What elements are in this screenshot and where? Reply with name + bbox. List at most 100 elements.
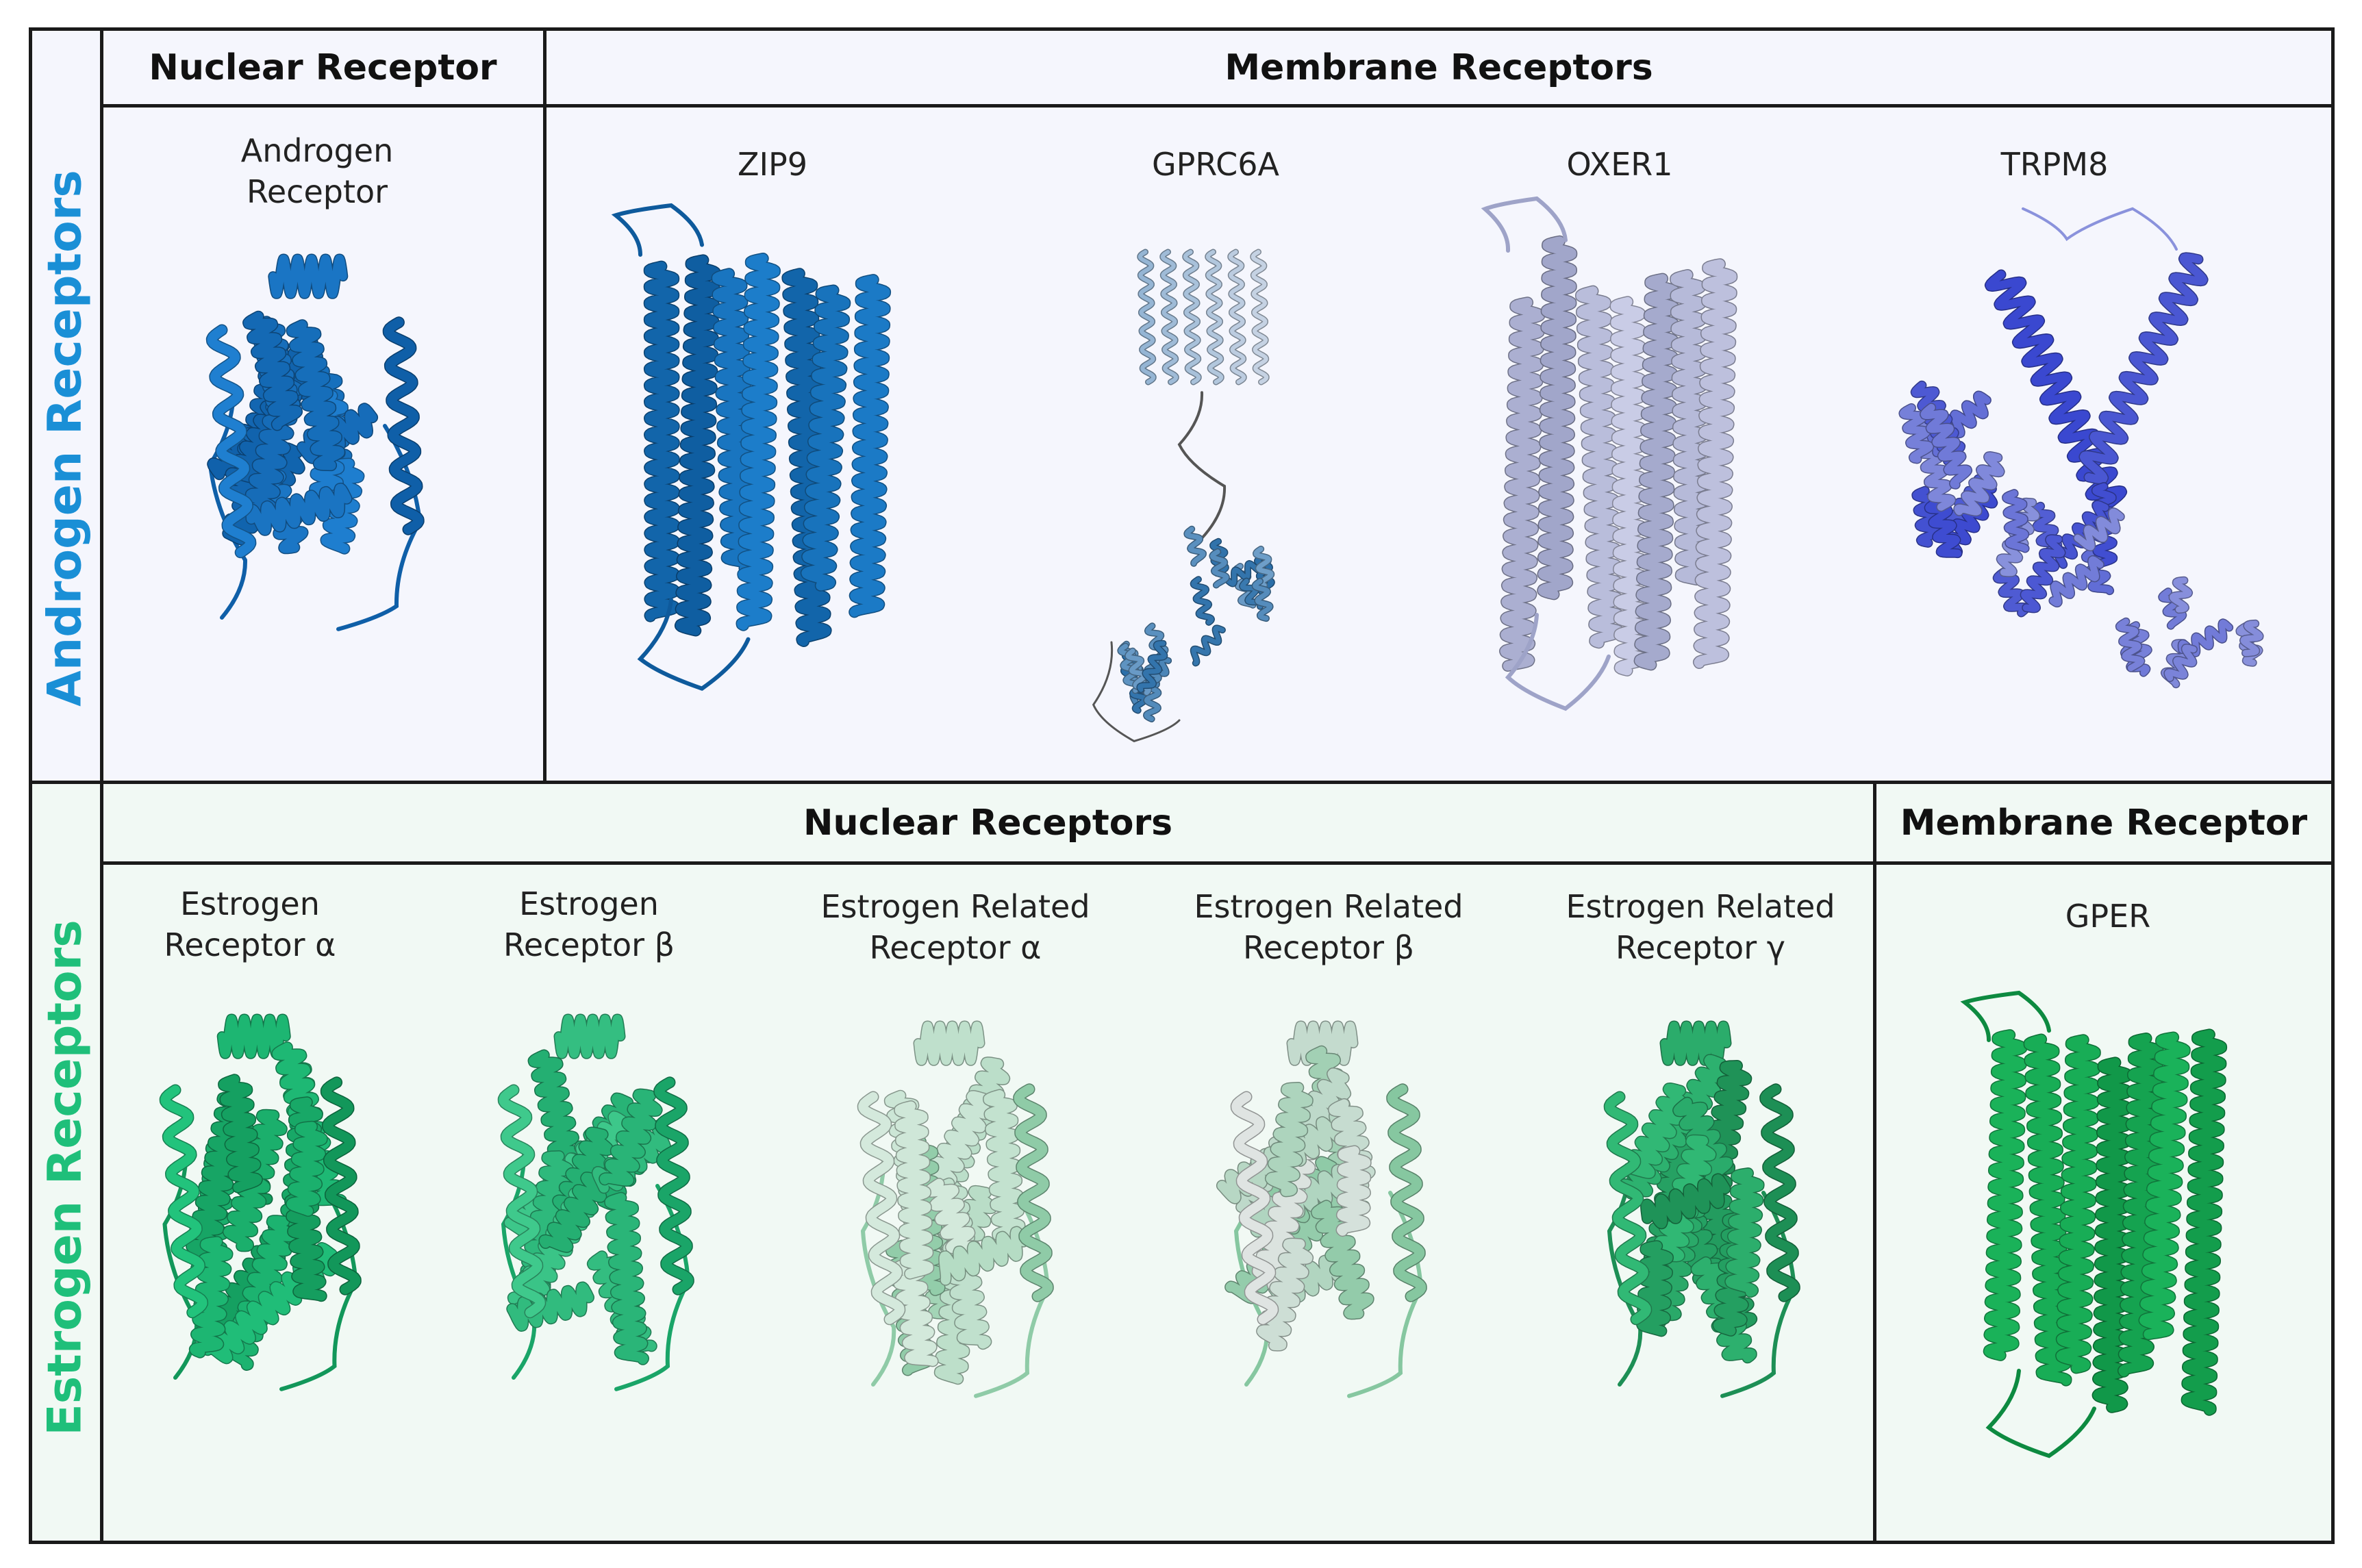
trpm8-loop-top [2022, 207, 2178, 251]
ar-helix-3 [321, 459, 364, 554]
er_alpha-helix-11 [190, 1237, 232, 1358]
err_beta-helix-8 [1257, 1239, 1313, 1351]
trpm8-lower-helix-9 [2164, 644, 2197, 681]
gprc6a-structure [1092, 249, 1275, 743]
trpm8-mid-helix-6 [2074, 508, 2124, 551]
androgen-membrane-header: Membrane Receptors [1224, 47, 1653, 88]
gprc6a-vft1-helix-9 [1209, 549, 1229, 587]
er_alpha-helix-10 [286, 1122, 327, 1216]
estrogen-receptor-beta-structure [497, 1013, 694, 1391]
oxer1-caption: OXER1 [1566, 146, 1673, 183]
ar-helix-13 [246, 483, 352, 535]
err_gamma-loop-1 [1720, 1191, 1797, 1398]
zip9-tm-helix-0 [644, 262, 679, 622]
er_beta-helix-9 [539, 1172, 606, 1252]
ar-side-helix-r [384, 317, 424, 535]
zip9-loop-bottom [637, 598, 751, 691]
trpm8-lower-helix-7 [2116, 618, 2144, 672]
border-outer-right [2331, 27, 2335, 1544]
oxer1-tm-helix-6 [1694, 259, 1737, 668]
oxer1-tm-helix-5 [1670, 270, 1710, 585]
estrogen-membrane-header: Membrane Receptor [1900, 802, 2308, 844]
trpm8-long-helix-2 [2079, 253, 2208, 483]
zip9-tm-helix-2 [712, 268, 757, 573]
err_gamma-helix-13 [1637, 1241, 1673, 1336]
err_beta-helix-12 [1311, 1200, 1374, 1319]
trpm8-mid-helix-4 [2049, 556, 2104, 607]
estrogen-section-background [31, 783, 2333, 1543]
estrogen-related-receptor-alpha-structure [857, 1020, 1054, 1398]
gprc6a-vft1-helix-6 [1253, 546, 1274, 588]
err_gamma-helix-10 [1641, 1174, 1730, 1228]
estrogen-related-receptor-beta-structure [1216, 1020, 1427, 1398]
border-androgen-header-bottom [100, 104, 2335, 108]
gprc6a-linker [1177, 391, 1227, 540]
oxer1-loop-bottom [1505, 613, 1611, 711]
er_beta-loop-1 [614, 1184, 691, 1391]
er_beta-helix-12 [599, 1089, 662, 1186]
ar-helix-11 [287, 320, 344, 470]
border-outer-bottom [29, 1541, 2335, 1544]
er_alpha-loop-1 [279, 1184, 358, 1391]
gprc6a-vft2-helix-9 [1137, 641, 1167, 692]
gprc6a-vft2-helix-8 [1191, 625, 1225, 666]
gprc6a-vft2-helix-3 [1144, 663, 1161, 722]
gper-tm-helix-6 [2182, 1029, 2226, 1415]
gprc6a-tm-helix-1 [1160, 250, 1179, 384]
androgen-section-background [31, 31, 2333, 782]
gprc6a-vft2-helix-6 [1118, 644, 1139, 687]
border-outer-top [29, 27, 2335, 31]
err_alpha-side-helix-l [858, 1092, 905, 1324]
zip9-tm-helix-1 [675, 255, 720, 635]
ar-top-helix [268, 255, 347, 299]
zip9-tm-helix-3 [737, 253, 780, 631]
gprc6a-caption: GPRC6A [1152, 146, 1279, 183]
er_beta-helix-11 [507, 1282, 594, 1331]
oxer1-tm-helix-4 [1635, 274, 1679, 670]
oxer1-structure [1481, 196, 1738, 711]
zip9-structure [611, 203, 892, 691]
androgen-receptor-structure [205, 253, 425, 631]
err_gamma-helix-12 [1725, 1168, 1764, 1297]
er_alpha-helix-13 [218, 1074, 262, 1193]
gprc6a-tm-helix-2 [1183, 250, 1201, 384]
err_gamma-side-helix-l [1605, 1092, 1651, 1324]
estrogen-receptor-alpha-structure [159, 1013, 362, 1391]
err_beta-top-helix [1287, 1022, 1357, 1065]
err_beta-helix-13 [1337, 1146, 1371, 1236]
err_gamma-side-helix-r [1760, 1084, 1800, 1302]
ar-loop-1 [336, 424, 423, 631]
gprc6a-tm-helix-5 [1251, 250, 1269, 384]
border-section-divider [29, 781, 2335, 784]
gper-tm-helix-3 [2093, 1057, 2133, 1413]
ar-side-helix-l [207, 325, 255, 557]
er_beta-side-helix-r [654, 1077, 694, 1295]
gprc6a-tm-helix-4 [1228, 250, 1246, 384]
border-outer-left [29, 27, 32, 1544]
trpm8-lower-helix-2 [2159, 588, 2186, 629]
er_alpha-side-helix-l [160, 1085, 208, 1317]
oxer1-tm-helix-0 [1500, 297, 1544, 671]
gper-tm-helix-1 [2024, 1035, 2071, 1386]
gprc6a-vft1-helix-0 [1184, 527, 1206, 566]
trpm8-core-helix-8 [1954, 452, 2005, 516]
err_beta-side-helix-r [1387, 1084, 1427, 1302]
er_alpha-helix-9 [285, 1191, 327, 1301]
border-estrogen-column-divider [1873, 781, 1876, 1544]
trpm8-core-helix-7 [1899, 404, 1933, 463]
trpm8-caption: TRPM8 [2000, 146, 2109, 183]
gprc6a-tm-helix-0 [1138, 250, 1156, 384]
trpm8-mid-helix-9 [2002, 490, 2029, 552]
gper-loop-bottom [1985, 1369, 2096, 1458]
er_alpha-side-helix-r [321, 1077, 361, 1295]
trpm8-mid-helix-8 [2021, 535, 2065, 612]
err_beta-helix-7 [1253, 1134, 1319, 1290]
androgen-receptors-label: Androgen Receptors [38, 170, 92, 707]
gper-loop-top [1960, 990, 2051, 1042]
gper-tm-helix-2 [2056, 1035, 2100, 1373]
estrogen-related-receptor-gamma-structure [1603, 1020, 1800, 1398]
